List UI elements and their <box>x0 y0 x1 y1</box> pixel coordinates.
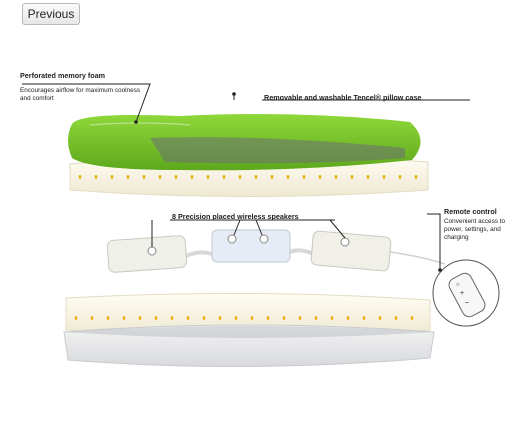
perforation-dot <box>282 316 286 320</box>
perforation-dot <box>94 175 98 179</box>
perforation-dot <box>394 316 398 320</box>
perforation-dot <box>106 316 110 320</box>
speaker-module <box>106 229 446 273</box>
perforation-dot <box>350 175 354 179</box>
foam-callout-description: Encourages airflow for maximum coolness … <box>20 87 141 102</box>
perforation-dot <box>154 316 158 320</box>
perforation-dot <box>366 175 370 179</box>
perforation-dot <box>298 316 302 320</box>
perforation-dot <box>378 316 382 320</box>
pillow-base <box>63 324 435 368</box>
perforation-dot <box>234 316 238 320</box>
remote-control-illustration: ○ + – <box>432 259 500 327</box>
perforation-dot <box>314 316 318 320</box>
perforation-dot <box>122 316 126 320</box>
remote-callout-description: Convenient access to power, settings, an… <box>444 218 506 241</box>
perforation-dot <box>334 175 338 179</box>
perforation-dot <box>74 316 78 320</box>
remote-power-icon: ○ <box>456 282 460 288</box>
previous-button[interactable]: Previous <box>22 3 80 25</box>
perforation-dot <box>398 175 402 179</box>
foam-callout-title: Perforated memory foam <box>20 71 106 80</box>
perforation-dot <box>170 316 174 320</box>
perforation-dot <box>270 175 274 179</box>
perforation-dot <box>218 316 222 320</box>
perforation-dot <box>222 175 226 179</box>
perforation-dot <box>238 175 242 179</box>
perforation-dot <box>126 175 130 179</box>
perforation-dot <box>110 175 114 179</box>
foam-perforations <box>74 316 414 320</box>
perforation-dot <box>254 175 258 179</box>
perforation-dot <box>286 175 290 179</box>
perforation-dot <box>318 175 322 179</box>
foam-perforations <box>78 175 418 179</box>
perforation-dot <box>90 316 94 320</box>
perforation-dot <box>142 175 146 179</box>
speakers-callout-title: 8 Precision placed wireless speakers <box>172 212 299 221</box>
remote-plus-icon: + <box>460 290 464 297</box>
perforation-dot <box>186 316 190 320</box>
remote-minus-icon: – <box>465 299 469 306</box>
pillow-case <box>68 114 421 171</box>
perforation-dot <box>138 316 142 320</box>
perforation-dot <box>266 316 270 320</box>
perforation-dot <box>414 175 418 179</box>
perforation-dot <box>206 175 210 179</box>
perforation-dot <box>190 175 194 179</box>
callout-leader-lines <box>22 83 470 270</box>
perforation-dot <box>346 316 350 320</box>
case-callout-title: Removable and washable Tencel® pillow ca… <box>264 93 422 102</box>
perforation-dot <box>202 316 206 320</box>
perforation-dot <box>174 175 178 179</box>
perforation-dot <box>410 316 414 320</box>
perforation-dot <box>250 316 254 320</box>
perforation-dot <box>382 175 386 179</box>
perforation-dot <box>158 175 162 179</box>
perforation-dot <box>302 175 306 179</box>
perforation-dot <box>330 316 334 320</box>
pillow-exploded-diagram: ○ + – Perforated memory foam Encourages … <box>0 30 520 423</box>
pillow-illustration: ○ + – <box>22 83 500 368</box>
perforation-dot <box>362 316 366 320</box>
perforation-dot <box>78 175 82 179</box>
callout-markers <box>134 92 442 272</box>
remote-callout-title: Remote control <box>444 207 497 216</box>
